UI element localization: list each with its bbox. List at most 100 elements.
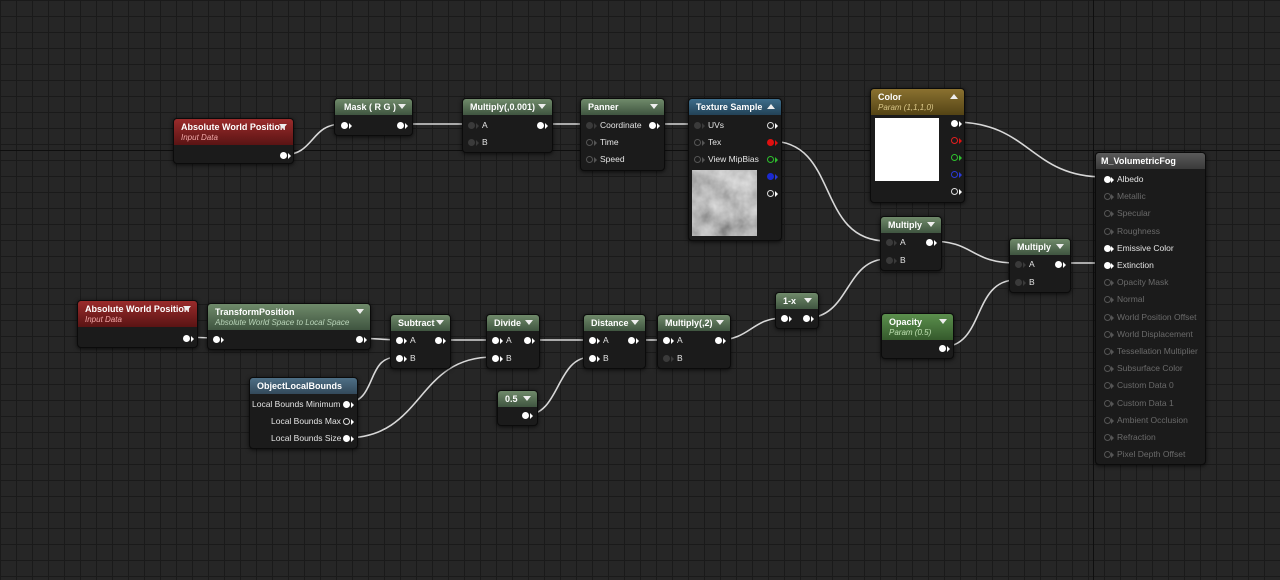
one-minus-node[interactable]: 1-x [775, 292, 819, 329]
divide-node[interactable]: Divide A B [486, 314, 540, 369]
collapse-chevron-icon[interactable] [804, 298, 812, 303]
input-pin[interactable] [781, 315, 788, 322]
collapse-chevron-icon[interactable] [939, 319, 947, 324]
output-pin[interactable] [649, 122, 656, 129]
output-pin[interactable] [356, 336, 363, 343]
material-input-pin[interactable] [1104, 365, 1111, 373]
material-input-pin[interactable] [1104, 210, 1111, 218]
output-pin[interactable] [522, 412, 529, 419]
collapse-chevron-icon[interactable] [927, 222, 935, 227]
input-pin-b[interactable] [492, 355, 499, 362]
object-local-bounds-node[interactable]: ObjectLocalBounds Local Bounds Minimum L… [249, 377, 358, 449]
material-input-pin[interactable] [1104, 279, 1111, 287]
input-pin-coordinate[interactable] [586, 122, 593, 129]
input-pin-a[interactable] [886, 239, 893, 246]
collapse-chevron-icon[interactable] [950, 94, 958, 99]
output-pin-min[interactable] [343, 401, 350, 408]
material-input-pin[interactable] [1104, 227, 1111, 235]
multiply-node[interactable]: Multiply A B [1009, 238, 1071, 293]
multiply-node[interactable]: Multiply A B [880, 216, 942, 271]
collapse-chevron-icon[interactable] [523, 396, 531, 401]
output-pin-rgb[interactable] [767, 122, 774, 129]
output-pin[interactable] [926, 239, 933, 246]
collapse-chevron-icon[interactable] [398, 104, 406, 109]
output-pin[interactable] [715, 337, 722, 344]
collapse-chevron-icon[interactable] [1056, 244, 1064, 249]
input-pin-b[interactable] [589, 355, 596, 362]
input-pin[interactable] [213, 336, 220, 343]
input-pin-a[interactable] [492, 337, 499, 344]
output-pin-r[interactable] [951, 137, 958, 144]
material-input-pin[interactable] [1104, 296, 1111, 304]
output-pin[interactable] [397, 122, 404, 129]
collapse-chevron-icon[interactable] [279, 124, 287, 129]
output-pin[interactable] [939, 345, 946, 352]
input-pin-a[interactable] [468, 122, 475, 129]
material-input-pin[interactable] [1104, 330, 1111, 338]
material-input-pin[interactable] [1104, 193, 1111, 201]
collapse-chevron-icon[interactable] [650, 104, 658, 109]
collapse-chevron-icon[interactable] [525, 320, 533, 325]
output-pin[interactable] [280, 152, 287, 159]
input-pin-a[interactable] [396, 337, 403, 344]
output-pin-a[interactable] [767, 190, 774, 197]
constant-node[interactable]: 0.5 [497, 390, 538, 426]
output-pin-max[interactable] [343, 418, 350, 425]
collapse-chevron-icon[interactable] [767, 104, 775, 109]
subtract-node[interactable]: Subtract A B [390, 314, 451, 369]
material-input-pin[interactable] [1104, 313, 1111, 321]
output-pin-size[interactable] [343, 435, 350, 442]
material-input-pin[interactable] [1104, 262, 1111, 269]
input-pin-b[interactable] [1015, 279, 1022, 286]
output-pin-b[interactable] [951, 171, 958, 178]
input-pin-b[interactable] [886, 257, 893, 264]
collapse-chevron-icon[interactable] [356, 309, 364, 314]
output-pin-b[interactable] [767, 173, 774, 180]
input-pin-a[interactable] [589, 337, 596, 344]
output-pin[interactable] [183, 335, 190, 342]
material-input-pin[interactable] [1104, 416, 1111, 424]
collapse-chevron-icon[interactable] [716, 320, 724, 325]
collapse-chevron-icon[interactable] [631, 320, 639, 325]
output-pin[interactable] [435, 337, 442, 344]
collapse-chevron-icon[interactable] [436, 320, 444, 325]
input-pin-a[interactable] [1015, 261, 1022, 268]
panner-node[interactable]: Panner Coordinate Time Speed [580, 98, 665, 171]
mask-node[interactable]: Mask ( R G ) [334, 98, 413, 136]
output-pin-g[interactable] [951, 154, 958, 161]
input-pin-b[interactable] [468, 139, 475, 146]
texture-sample-node[interactable]: Texture Sample UVs Tex View MipBias [688, 98, 782, 241]
distance-node[interactable]: Distance A B [583, 314, 646, 369]
output-pin-g[interactable] [767, 156, 774, 163]
input-pin-time[interactable] [586, 139, 593, 146]
material-input-pin[interactable] [1104, 348, 1111, 355]
material-input-pin[interactable] [1104, 244, 1111, 252]
input-pin[interactable] [341, 122, 348, 129]
material-input-pin[interactable] [1104, 434, 1111, 441]
input-pin-speed[interactable] [586, 156, 593, 163]
output-pin-rgb[interactable] [951, 120, 958, 127]
output-pin[interactable] [628, 337, 635, 344]
output-pin[interactable] [803, 315, 810, 322]
output-pin[interactable] [1055, 261, 1062, 268]
material-input-pin[interactable] [1104, 451, 1111, 459]
output-pin-a[interactable] [951, 188, 958, 195]
input-pin-b[interactable] [663, 355, 670, 362]
output-pin-r[interactable] [767, 139, 774, 146]
material-input-pin[interactable] [1104, 399, 1111, 407]
output-pin[interactable] [537, 122, 544, 129]
input-pin-tex[interactable] [694, 139, 701, 146]
input-pin-a[interactable] [663, 337, 670, 344]
output-pin[interactable] [524, 337, 531, 344]
multiply-001-node[interactable]: Multiply(,0.001) A B [462, 98, 553, 153]
collapse-chevron-icon[interactable] [538, 104, 546, 109]
input-pin-view-mipbias[interactable] [694, 156, 701, 163]
material-input-pin[interactable] [1104, 382, 1111, 390]
